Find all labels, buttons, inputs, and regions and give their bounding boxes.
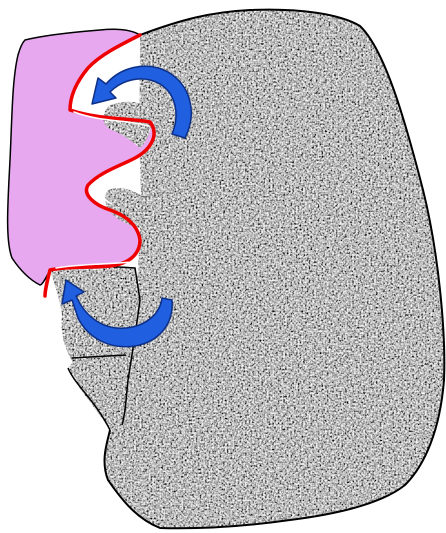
grain-boundary-diagram [0,0,446,533]
diagram-canvas [0,0,446,533]
